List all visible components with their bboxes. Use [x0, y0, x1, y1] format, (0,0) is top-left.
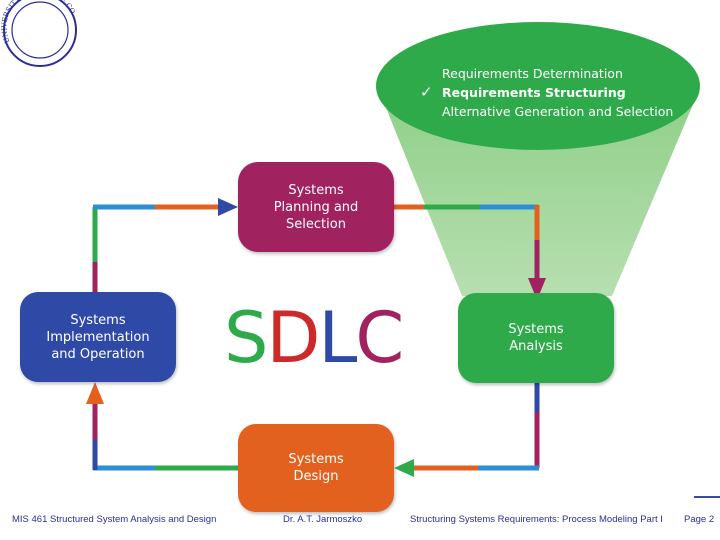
sdlc-title: SDLC: [224, 297, 404, 379]
footer-rule: [694, 496, 720, 498]
arrow-to-design: [394, 459, 414, 477]
flow-planning-to-analysis: [394, 204, 540, 278]
arrow-to-impl: [86, 382, 104, 404]
flow-analysis-to-design: [414, 383, 540, 471]
flow-design-to-impl: [92, 402, 238, 471]
phase-systems-analysis: Systems Analysis: [458, 293, 614, 383]
flow-impl-to-planning: [92, 204, 224, 292]
footer-course: MIS 461 Structured System Analysis and D…: [12, 514, 217, 525]
funnel-top: [376, 22, 700, 150]
sdlc-letter-d: D: [266, 297, 320, 379]
funnel-items: Requirements Determination ✓ Requirement…: [420, 64, 674, 121]
phase-systems-design: Systems Design: [238, 424, 394, 512]
phase-implementation-operation: Systems Implementation and Operation: [20, 292, 176, 382]
footer-page-number: Page 2: [684, 514, 715, 525]
funnel-item-alternatives: Alternative Generation and Selection: [442, 104, 674, 119]
sdlc-letter-l: L: [318, 297, 357, 379]
footer-title: Structuring Systems Requirements: Proces…: [410, 514, 663, 525]
sdlc-letter-c: C: [355, 297, 404, 379]
funnel-item-structuring-label: Requirements Structuring: [442, 85, 626, 100]
arrow-to-analysis: [528, 278, 546, 300]
check-icon: ✓: [420, 83, 433, 101]
arrow-to-planning: [218, 198, 238, 216]
sdlc-letter-s: S: [224, 297, 268, 379]
funnel-item-structuring: ✓ Requirements Structuring: [420, 83, 672, 102]
university-seal: UNIVERSITY · CENTRAL · CONNECTICUT: [0, 0, 77, 67]
funnel-item-determination: Requirements Determination: [442, 66, 623, 81]
phase-planning-selection: Systems Planning and Selection: [238, 162, 394, 252]
footer-author: Dr. A.T. Jarmoszko: [283, 514, 363, 525]
